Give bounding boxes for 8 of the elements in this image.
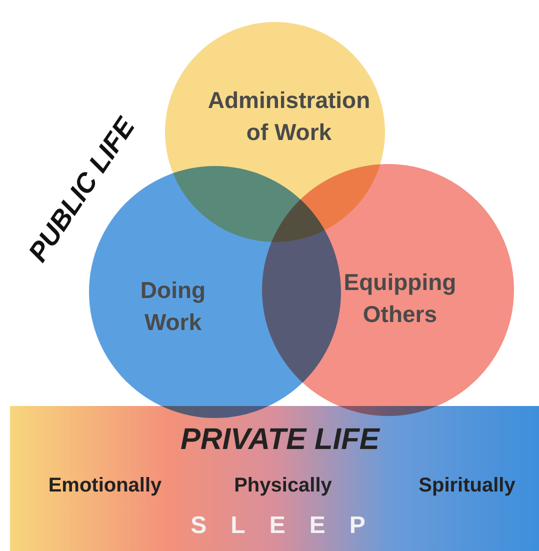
circle-label: Administration of Work	[206, 86, 372, 147]
circle-label: Doing Work	[139, 276, 207, 337]
band-text: Spiritually	[418, 474, 516, 498]
band-heading: PRIVATE LIFE	[180, 423, 380, 457]
band-text: Physically	[234, 474, 332, 498]
gradient-band	[10, 406, 539, 551]
band-text: Emotionally	[48, 474, 162, 498]
circle-label: Equipping Others	[342, 268, 458, 329]
